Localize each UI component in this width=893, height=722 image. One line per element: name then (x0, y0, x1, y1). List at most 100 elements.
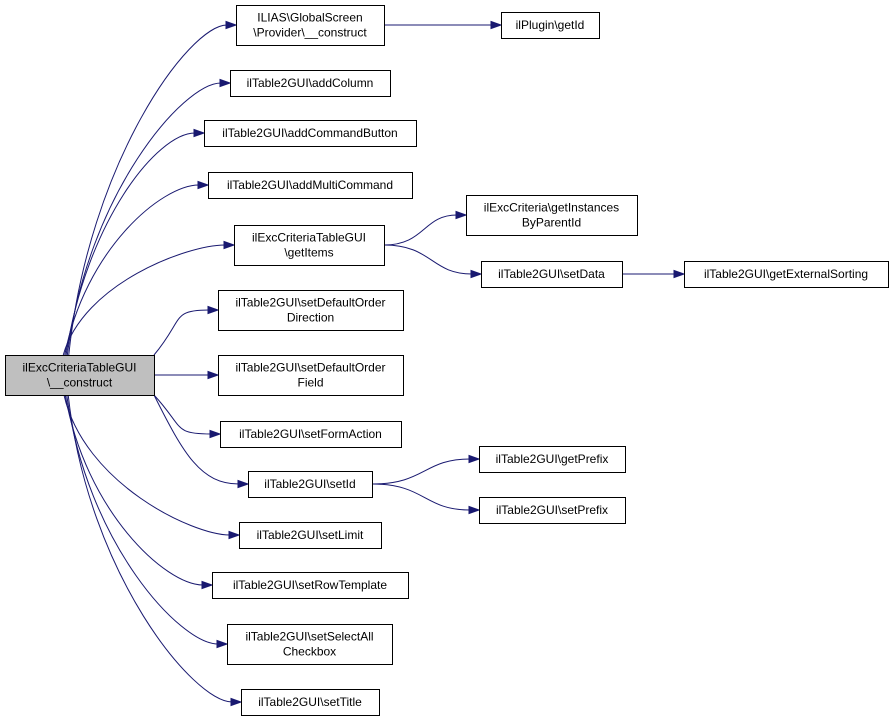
node-set-limit[interactable]: ilTable2GUI\setLimit (239, 522, 382, 549)
node-box (220, 421, 402, 448)
arrowhead-add-command-button (193, 128, 206, 138)
edge-root-to-set-limit (63, 394, 231, 536)
arrowhead-set-prefix (468, 505, 481, 515)
arrowhead-set-limit (228, 530, 241, 540)
node-set-prefix[interactable]: ilTable2GUI\setPrefix (479, 497, 626, 524)
node-get-prefix[interactable]: ilTable2GUI\getPrefix (479, 446, 626, 473)
node-box (479, 446, 626, 473)
node-label-line: ilExcCriteria\getInstances (484, 201, 619, 215)
node-label-line: ilTable2GUI\setFormAction (239, 427, 382, 441)
node-label-line: ILIAS\GlobalScreen (257, 11, 362, 25)
node-label-line: \Provider\__construct (253, 26, 367, 40)
node-add-column[interactable]: ilTable2GUI\addColumn (230, 70, 391, 97)
node-add-command-button[interactable]: ilTable2GUI\addCommandButton (204, 120, 417, 147)
arrowhead-globalscreen-construct (225, 20, 238, 30)
node-label-line: ilPlugin\getId (516, 18, 585, 32)
node-box (481, 261, 623, 288)
edge-root-to-set-id (153, 394, 240, 485)
node-label-line: Field (297, 376, 323, 390)
edge-get-items-to-set-data (383, 244, 473, 275)
arrowhead-set-title (230, 697, 243, 707)
node-box (208, 172, 413, 199)
node-box (239, 522, 382, 549)
node-label-line: ByParentId (522, 216, 581, 230)
node-box (236, 5, 385, 46)
node-label-line: ilTable2GUI\setId (264, 477, 355, 491)
node-root[interactable]: ilExcCriteriaTableGUI\__construct (5, 355, 155, 396)
edge-root-to-get-items (62, 244, 226, 356)
arrowhead-set-row-template (201, 580, 214, 590)
node-label-line: ilTable2GUI\setDefaultOrder (235, 361, 385, 375)
node-box (234, 225, 385, 266)
edge-get-items-to-get-instances (383, 214, 458, 246)
arrowhead-plugin-getid (490, 20, 503, 30)
arrowhead-add-column (219, 78, 232, 88)
arrowhead-get-external-sorting (673, 269, 686, 279)
node-label-line: ilTable2GUI\addMultiCommand (227, 178, 393, 192)
node-box (230, 70, 391, 97)
edge-root-to-globalscreen-construct (68, 24, 228, 356)
node-label-line: ilTable2GUI\getExternalSorting (704, 267, 868, 281)
node-set-id[interactable]: ilTable2GUI\setId (248, 471, 373, 498)
node-set-data[interactable]: ilTable2GUI\setData (481, 261, 623, 288)
edge-root-to-set-form-action (153, 394, 212, 435)
arrowhead-set-select-all (216, 639, 229, 649)
call-edges (62, 20, 686, 707)
node-label-line: ilTable2GUI\setPrefix (496, 503, 608, 517)
arrowhead-get-instances (455, 210, 468, 220)
node-box (479, 497, 626, 524)
node-label-line: \__construct (47, 376, 113, 390)
node-box (212, 572, 409, 599)
node-box (684, 261, 889, 288)
call-nodes: ilExcCriteriaTableGUI\__constructILIAS\G… (5, 5, 889, 716)
node-box (248, 471, 373, 498)
node-label-line: ilTable2GUI\getPrefix (496, 452, 609, 466)
node-label-line: ilTable2GUI\setSelectAll (245, 630, 373, 644)
node-box (218, 290, 404, 331)
node-label-line: ilTable2GUI\setTitle (258, 695, 362, 709)
node-label-line: ilTable2GUI\setLimit (257, 528, 364, 542)
arrowhead-set-default-order-direction (207, 305, 220, 315)
edge-set-id-to-set-prefix (371, 483, 471, 511)
node-box (204, 120, 417, 147)
node-set-title[interactable]: ilTable2GUI\setTitle (241, 689, 380, 716)
node-label-line: ilTable2GUI\setDefaultOrder (235, 296, 385, 310)
node-label-line: ilTable2GUI\setRowTemplate (233, 578, 387, 592)
edge-root-to-add-multi-command (64, 184, 200, 356)
node-box (241, 689, 380, 716)
node-label-line: ilExcCriteriaTableGUI (252, 231, 366, 245)
node-set-row-template[interactable]: ilTable2GUI\setRowTemplate (212, 572, 409, 599)
node-label-line: ilTable2GUI\addColumn (247, 76, 374, 90)
arrowhead-set-default-order-field (207, 370, 220, 380)
node-label-line: Checkbox (283, 645, 336, 659)
node-get-external-sorting[interactable]: ilTable2GUI\getExternalSorting (684, 261, 889, 288)
node-label-line: ilTable2GUI\setData (498, 267, 605, 281)
node-set-form-action[interactable]: ilTable2GUI\setFormAction (220, 421, 402, 448)
node-label-line: Direction (287, 311, 334, 325)
arrowhead-add-multi-command (197, 180, 210, 190)
node-globalscreen-construct[interactable]: ILIAS\GlobalScreen\Provider\__construct (236, 5, 385, 46)
edge-set-id-to-get-prefix (371, 458, 471, 485)
node-box (227, 624, 393, 665)
arrowhead-set-form-action (209, 429, 222, 439)
arrowhead-get-prefix (468, 454, 481, 464)
node-label-line: \getItems (284, 246, 333, 260)
arrowhead-get-items (223, 240, 236, 250)
edge-root-to-add-column (66, 82, 222, 356)
node-add-multi-command[interactable]: ilTable2GUI\addMultiCommand (208, 172, 413, 199)
edge-root-to-add-command-button (65, 132, 196, 356)
node-box (218, 355, 404, 396)
edge-root-to-set-row-template (64, 394, 204, 586)
edge-root-to-set-title (67, 394, 233, 703)
node-get-items[interactable]: ilExcCriteriaTableGUI\getItems (234, 225, 385, 266)
node-label-line: ilExcCriteriaTableGUI (22, 361, 136, 375)
node-label-line: ilTable2GUI\addCommandButton (222, 126, 397, 140)
node-plugin-getid[interactable]: ilPlugin\getId (501, 12, 600, 39)
edge-root-to-set-select-all (66, 394, 219, 645)
arrowhead-set-id (237, 479, 250, 489)
